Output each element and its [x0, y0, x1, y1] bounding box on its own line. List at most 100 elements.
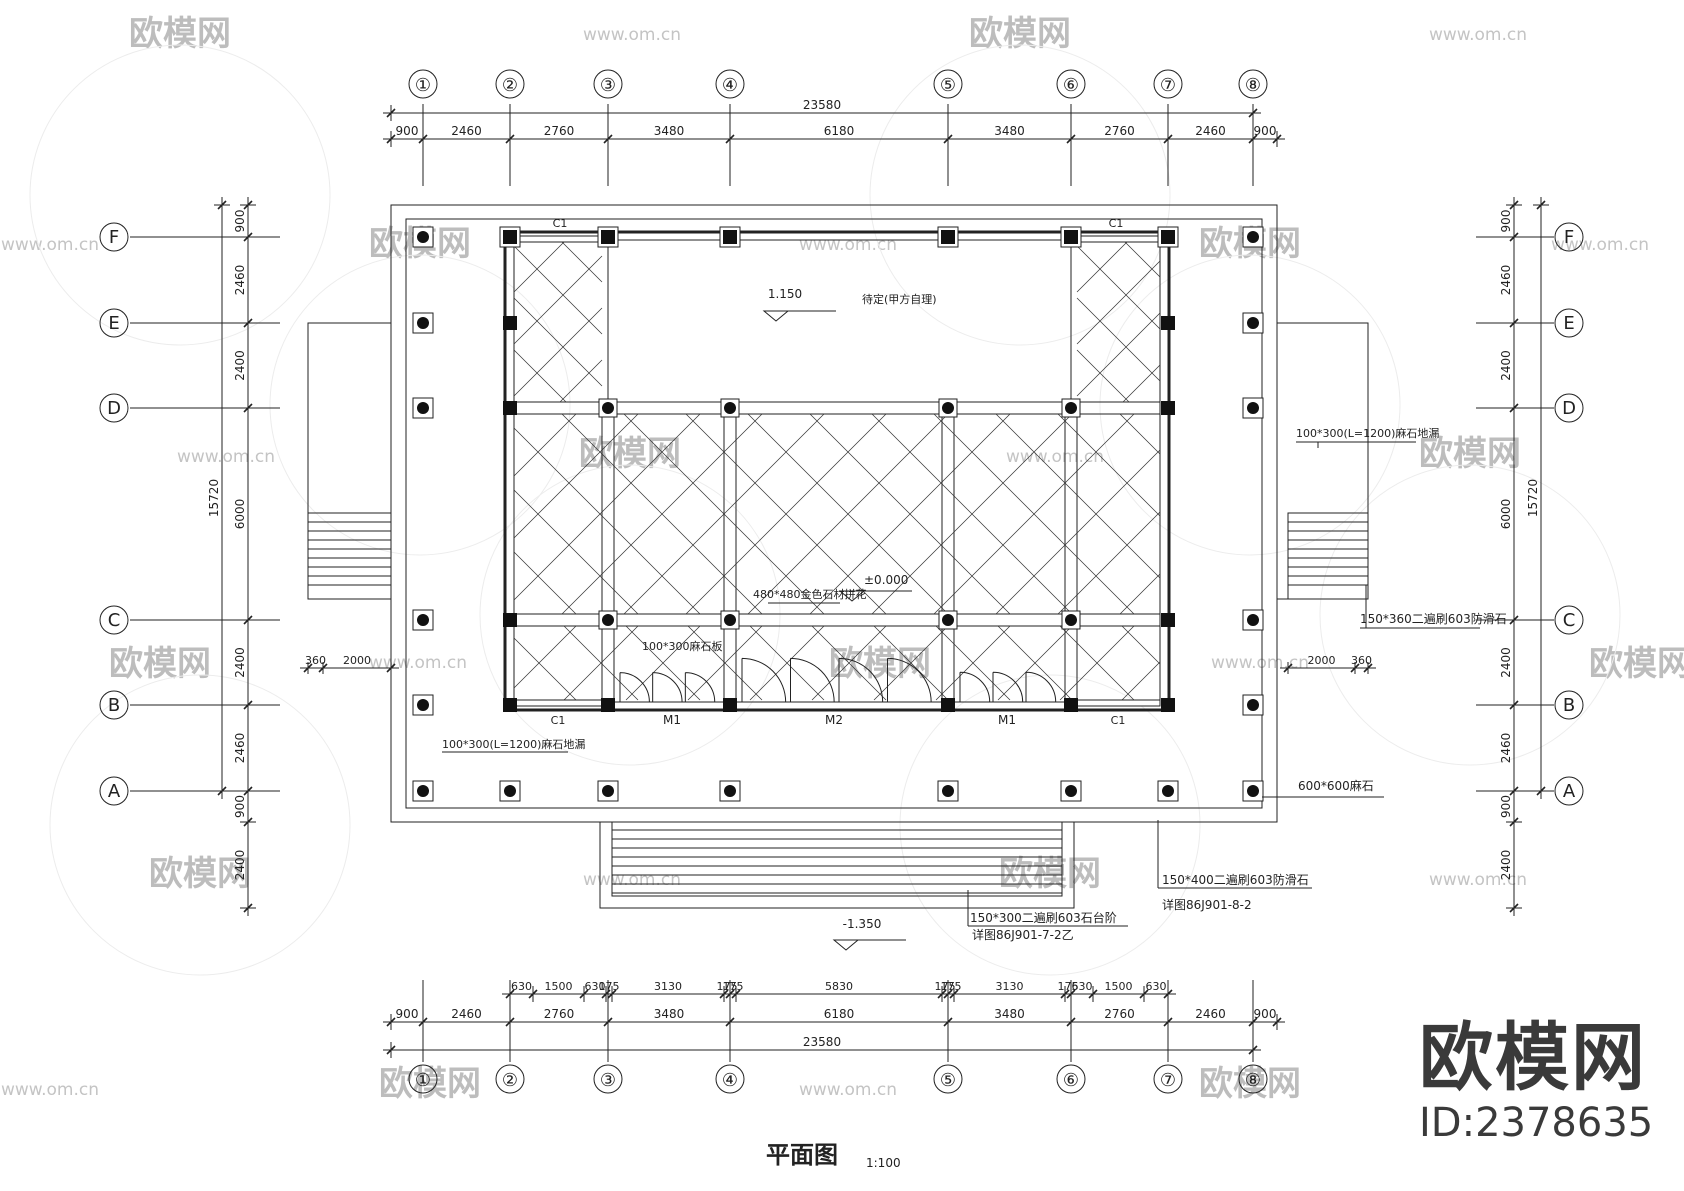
bottom-detail-dim-tick [731, 989, 741, 999]
bottom-detail-dim-value: 630 [585, 980, 606, 993]
bottom-seg-dim-value: 2460 [1195, 1007, 1226, 1021]
bottom-detail-dim-value: 630 [511, 980, 532, 993]
wall-column [723, 698, 737, 712]
bottom-detail-dim-value: 3130 [996, 980, 1024, 993]
grid-bubble-row [99, 776, 129, 806]
annotations: 1.150 待定(甲方自理) ±0.000 480*480金色石材拼花 100*… [442, 217, 1507, 1170]
top-seg-dim-value: 900 [396, 124, 419, 138]
grid-label-column: ⑥ [1063, 75, 1079, 96]
left-seg-dim-tick [243, 903, 253, 913]
inner-column-dot [942, 614, 954, 626]
watermark-url: www.om.cn [1429, 25, 1527, 45]
grid-label-row: C [1563, 610, 1576, 631]
grid-bubble-column [1238, 69, 1268, 99]
grid-bubble-row [99, 605, 129, 635]
wall-column [1161, 316, 1175, 330]
bottom-detail-dim-tick [719, 989, 729, 999]
wall-column [1064, 230, 1078, 244]
watermark-ring [479, 464, 781, 766]
column-dot [504, 785, 516, 797]
watermark-ring [899, 674, 1201, 976]
wall-column [941, 230, 955, 244]
left-total-dim-value: 15720 [207, 479, 221, 517]
column-dot [1247, 614, 1259, 626]
drawing-scale: 1:100 [866, 1156, 901, 1170]
grid-bubble-column [495, 1064, 525, 1094]
left-side-block [307, 322, 392, 600]
door-leaf [887, 657, 932, 703]
grid-bubble-column [1056, 1064, 1086, 1094]
top-seg-dim-value: 2460 [1195, 124, 1226, 138]
inner-column-dot [724, 402, 736, 414]
bottom-seg-dim-tick [386, 1017, 396, 1027]
inner-column-dot [724, 614, 736, 626]
platform-inner [405, 218, 1263, 809]
grid-label-row: B [108, 695, 120, 716]
left-seg-dim-tick [243, 200, 253, 210]
bottom-total-dim-value: 23580 [803, 1035, 841, 1049]
wall-column [503, 230, 517, 244]
drawing-title: 平面图 [766, 1140, 838, 1169]
door-m2: M2 [825, 713, 843, 727]
bottom-detail-dim-tick [1139, 989, 1149, 999]
left-seg-dim-value: 900 [233, 210, 247, 233]
grid-bubble-row [1554, 690, 1584, 720]
bottom-seg-dim-value: 6180 [824, 1007, 855, 1021]
grid-label-row: D [107, 398, 121, 419]
door-leaf [652, 672, 683, 703]
paving-600-note: 600*600麻石 [1298, 778, 1374, 793]
wall-column [941, 698, 955, 712]
tile-hatch [513, 413, 1161, 615]
bottom-detail-dim-tick [579, 989, 589, 999]
door-leaf [790, 657, 835, 703]
bottom-detail-dim-tick [1060, 989, 1070, 999]
wall-column [503, 401, 517, 415]
grid-bubble-column [495, 69, 525, 99]
grid-label-column: ④ [722, 1070, 738, 1091]
column-dot [417, 614, 429, 626]
column-dot [1247, 785, 1259, 797]
bottom-detail-dim-tick [937, 989, 947, 999]
grid-bubble-row [1554, 308, 1584, 338]
bottom-seg-dim-value: 2760 [544, 1007, 575, 1021]
wall-column [1064, 698, 1078, 712]
left-seg-dim-value: 900 [233, 795, 247, 818]
stair-front-note: 150*300二遍刷603石台阶 [970, 910, 1117, 925]
window-c1 [1076, 235, 1161, 243]
right-seg-dim-tick [1509, 903, 1519, 913]
left-step-dim-tick [386, 663, 396, 673]
inner-column-dot [602, 402, 614, 414]
grid-label-column: ⑤ [940, 75, 956, 96]
left-seg-dim-value: 6000 [233, 499, 247, 530]
grid-label-row: B [1563, 695, 1575, 716]
left-seg-dim-tick [243, 817, 253, 827]
grid-label-row: A [1563, 781, 1576, 802]
window-c1 [513, 699, 603, 707]
left-seg-dim-value: 2400 [233, 647, 247, 678]
column-dot [1247, 402, 1259, 414]
grid-label-column: ⑦ [1160, 1070, 1176, 1091]
wall-column [1161, 698, 1175, 712]
watermark-url: www.om.cn [1429, 870, 1527, 890]
window-c1 [513, 235, 603, 243]
right-seg-dim-value: 2400 [1499, 850, 1513, 881]
top-seg-dim-value: 6180 [824, 124, 855, 138]
dimension-lines [99, 69, 1584, 1094]
grid-bubble-column [408, 1064, 438, 1094]
bottom-detail-dim-value: 3130 [654, 980, 682, 993]
grid-bubble-column [933, 1064, 963, 1094]
step-right-note: 150*360二遍刷603防滑石 [1360, 611, 1507, 626]
door-leaf [619, 672, 650, 703]
watermark-brand: 欧模网 [969, 14, 1071, 54]
grid-bubble-row [99, 222, 129, 252]
bottom-detail-dim-value: 630 [1072, 980, 1093, 993]
right-step-dim-tick [1350, 663, 1360, 673]
wall-column [601, 698, 615, 712]
watermark-url: www.om.cn [1551, 235, 1649, 255]
right-seg-dim-value: 2400 [1499, 350, 1513, 381]
inner-column-dot [1065, 402, 1077, 414]
grid-bubble-row [99, 308, 129, 338]
door-leaf [1025, 671, 1057, 703]
watermark-ring [49, 674, 351, 976]
